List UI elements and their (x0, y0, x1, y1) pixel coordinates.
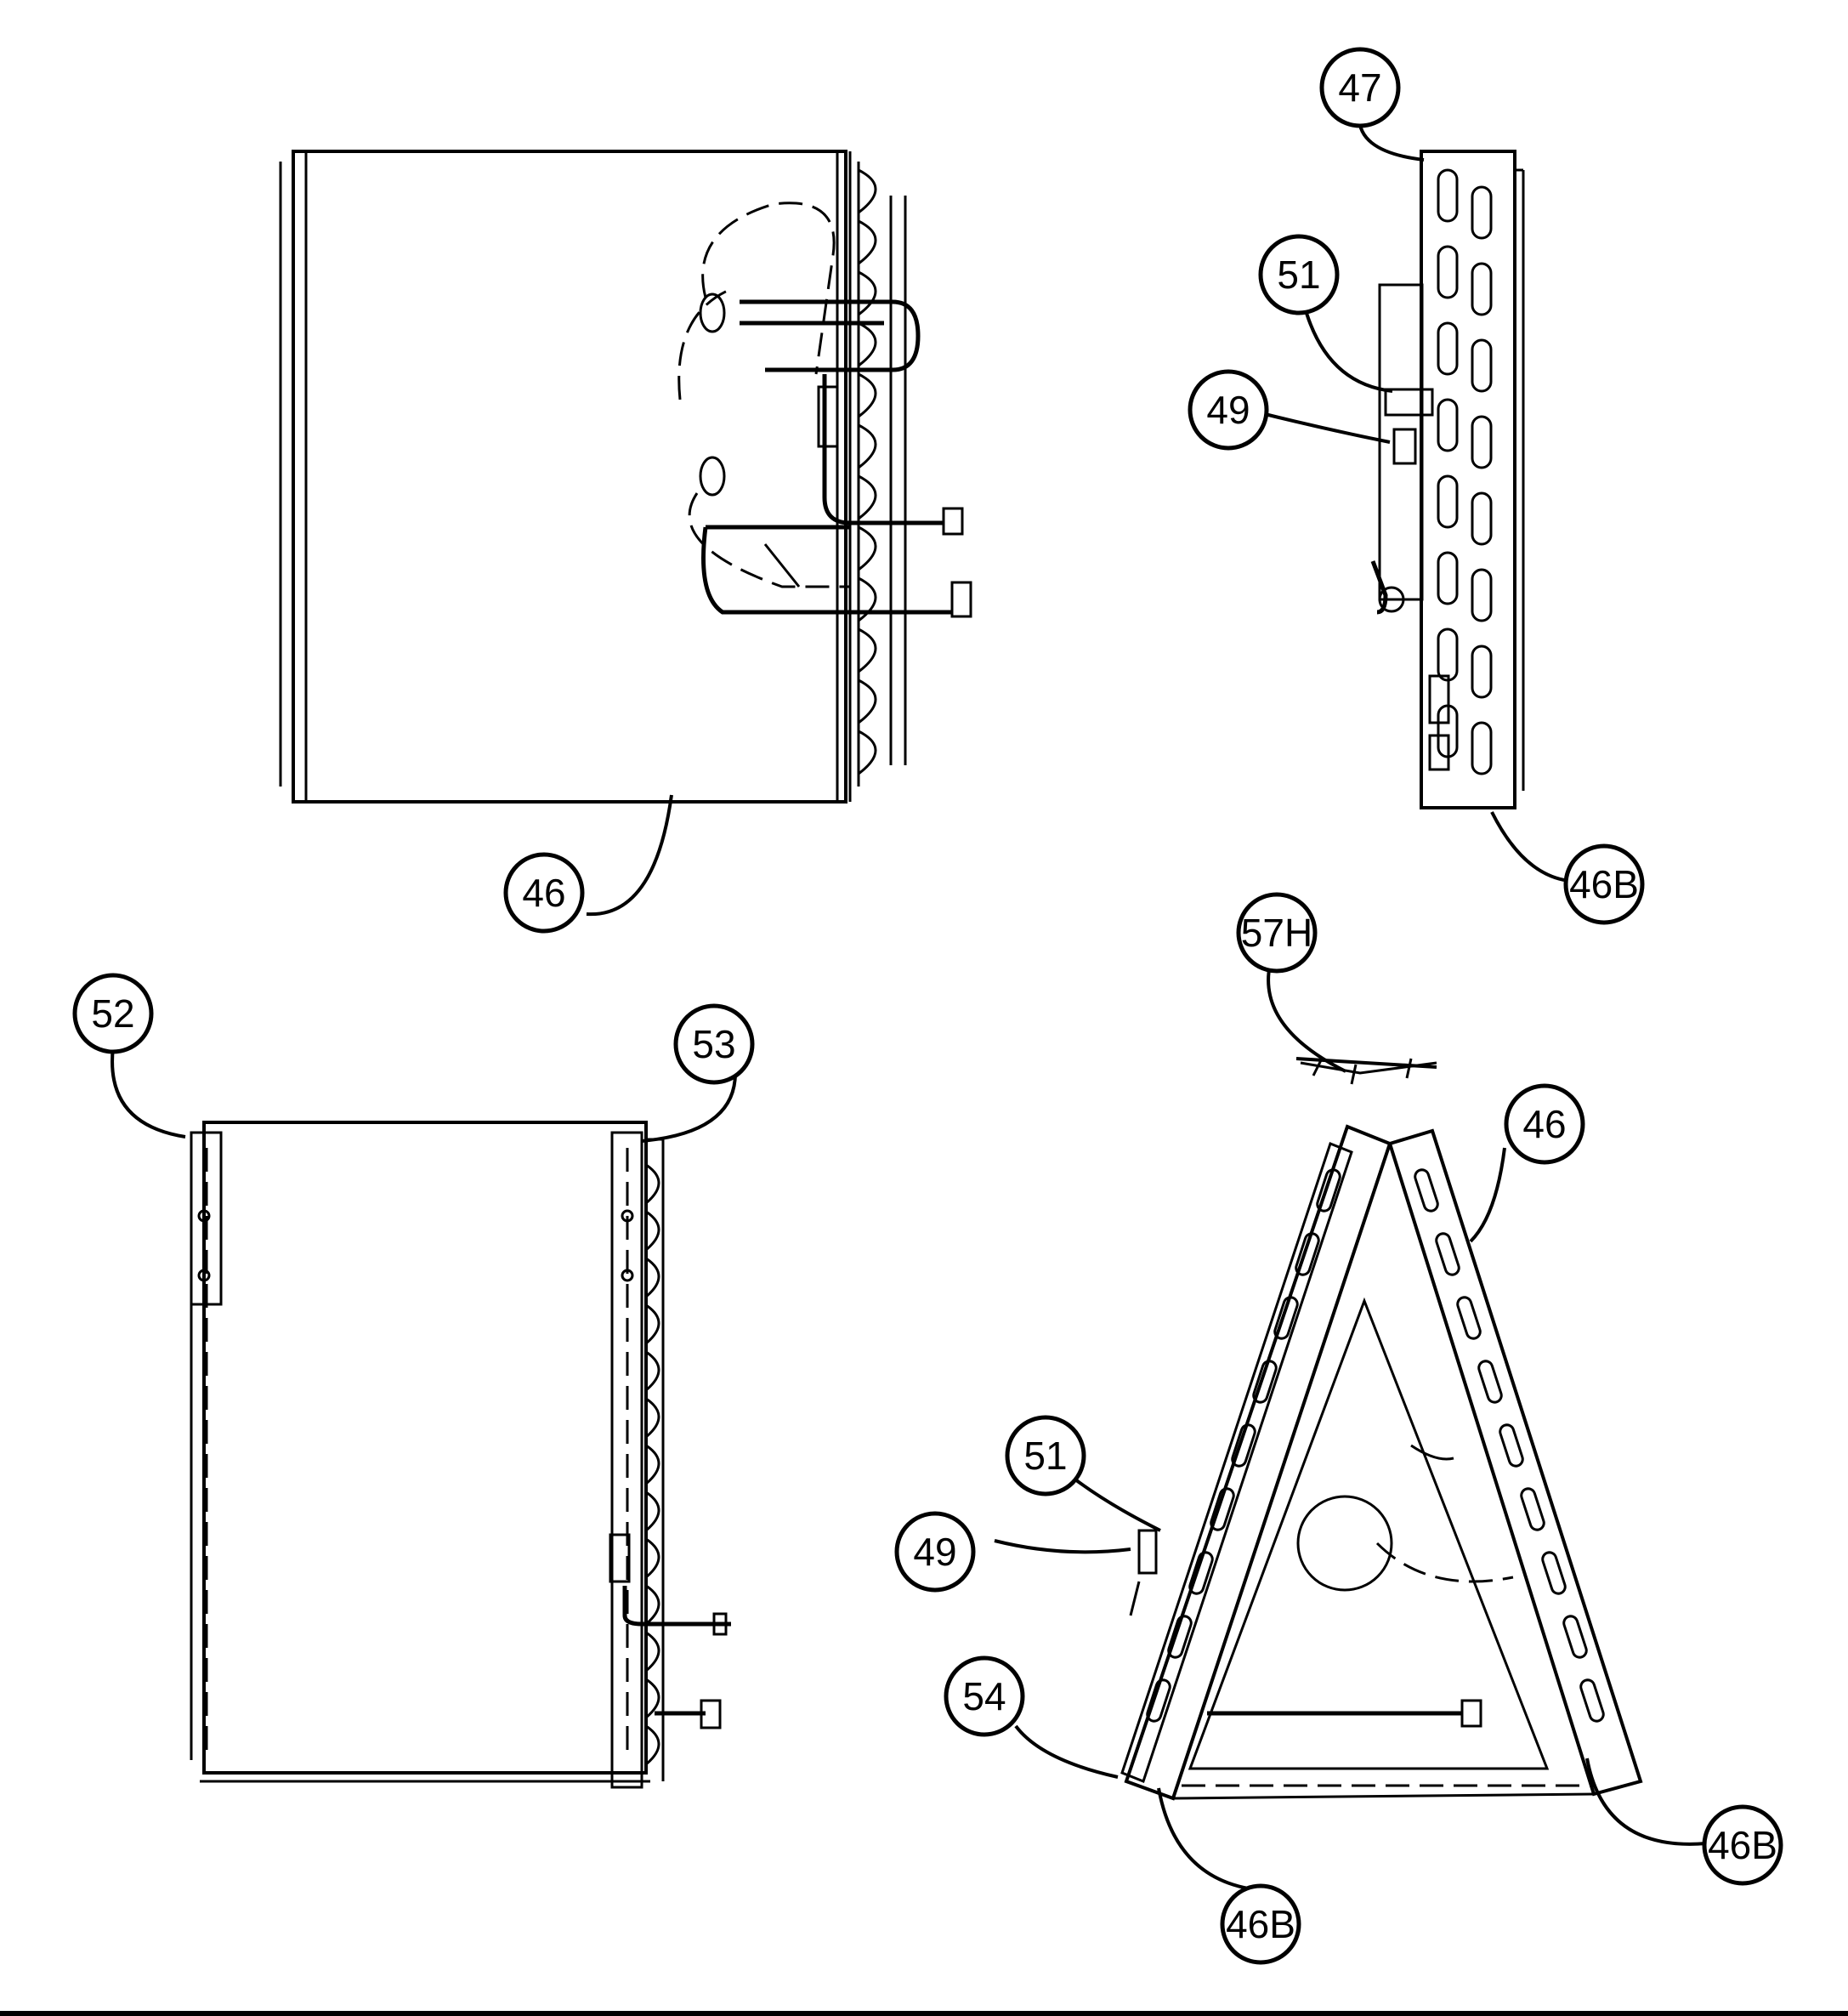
a-coil-view (1120, 1124, 1643, 1801)
callout-label: 47 (1338, 65, 1381, 110)
a-coil-slots-right (1414, 1168, 1605, 1723)
callout-label: 49 (1206, 388, 1250, 432)
callout-label: 54 (962, 1674, 1006, 1718)
callout-52: 52 (72, 973, 154, 1054)
callout-label: 49 (913, 1530, 956, 1574)
callout-54: 54 (944, 1655, 1025, 1737)
callout-label: 46B (1569, 862, 1639, 906)
callout-label: 46 (522, 871, 565, 915)
callout-label: 51 (1277, 253, 1320, 297)
coil-front-view-2 (190, 1121, 731, 1789)
callout-49-top: 49 (1188, 369, 1269, 451)
return-bends-2 (645, 1163, 660, 1766)
callout-46b-right: 46B (1702, 1804, 1783, 1886)
callout-51-acoil: 51 (1005, 1415, 1086, 1496)
callout-51-top: 51 (1258, 234, 1340, 315)
callout-label: 57H (1241, 911, 1312, 955)
callout-57h: 57H (1236, 892, 1318, 974)
callout-49-acoil: 49 (894, 1511, 976, 1593)
callout-53: 53 (673, 1003, 755, 1085)
callout-46-top: 46 (503, 852, 585, 934)
a-coil-slots-left (1146, 1168, 1341, 1723)
page-bottom-rule (0, 2011, 1848, 2016)
slot-pattern (1437, 168, 1493, 775)
coil-front-view (279, 150, 972, 804)
callout-label: 46B (1708, 1823, 1777, 1867)
callout-label: 53 (692, 1022, 735, 1066)
wire-tie-57h (1300, 1058, 1437, 1085)
callout-47: 47 (1319, 47, 1401, 128)
coil-side-view (1370, 150, 1525, 809)
callout-label: 51 (1023, 1434, 1067, 1478)
callout-46b-top: 46B (1563, 843, 1645, 925)
return-bends (858, 168, 877, 775)
callout-label: 46 (1522, 1102, 1566, 1146)
callout-label: 52 (91, 991, 134, 1036)
callout-label: 46B (1226, 1902, 1295, 1946)
callout-46b-left: 46B (1220, 1883, 1301, 1965)
callout-46-acoil: 46 (1504, 1083, 1585, 1165)
